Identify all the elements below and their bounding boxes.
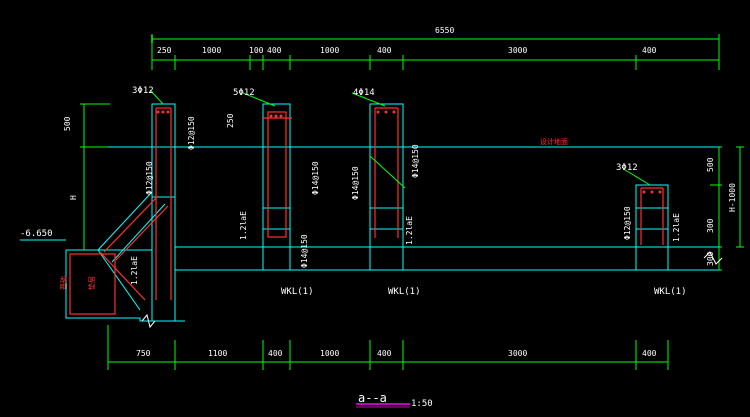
wkl-label-2: WKL(1) bbox=[388, 287, 421, 297]
c1-side-label: Φ12@150 bbox=[187, 116, 196, 150]
bottom-dim-1: 750 bbox=[136, 349, 151, 358]
top-dimension-group bbox=[151, 34, 720, 70]
rebar-group bbox=[69, 107, 664, 315]
c3-side-right-label: Φ14@150 bbox=[411, 144, 420, 178]
left-dim-h: H bbox=[69, 195, 78, 200]
bottom-dim-6: 3000 bbox=[508, 349, 527, 358]
bottom-dim-3: 400 bbox=[268, 349, 283, 358]
c2-bottom-label: Φ14@150 bbox=[300, 234, 309, 268]
lap-label-1: 1.2laE bbox=[239, 211, 248, 240]
c1-top-label: 3Φ12 bbox=[132, 86, 154, 96]
bottom-dim-2: 1100 bbox=[208, 349, 227, 358]
wkl-label-3: WKL(1) bbox=[654, 287, 687, 297]
elevation-label: -6.650 bbox=[20, 229, 53, 239]
c3-top-label: 4Φ14 bbox=[353, 88, 375, 98]
left-red-label-1: 基础 bbox=[59, 276, 68, 290]
lap-label-4: 1.2laE bbox=[130, 256, 139, 285]
top-dim-4: 400 bbox=[267, 46, 282, 55]
left-dim-500: 500 bbox=[63, 116, 72, 131]
beam-note: 设计地面 bbox=[540, 137, 568, 146]
section-title: a--a bbox=[358, 391, 387, 405]
right-dim-2: 300 bbox=[706, 218, 715, 233]
bottom-dimension-group bbox=[107, 325, 669, 370]
rebar-dots bbox=[156, 110, 662, 194]
top-dim-6: 400 bbox=[377, 46, 392, 55]
leader-lines bbox=[149, 89, 651, 189]
left-red-label-2: 垫层 bbox=[87, 276, 96, 290]
top-dim-7: 3000 bbox=[508, 46, 527, 55]
c4-side-label: Φ12@150 bbox=[623, 206, 632, 240]
right-dim-3: 300 bbox=[706, 251, 715, 266]
top-dim-8: 400 bbox=[642, 46, 657, 55]
lap-label-2: 1.2laE bbox=[405, 216, 414, 245]
c3-side-left-label: Φ14@150 bbox=[351, 166, 360, 200]
top-dim-5: 1000 bbox=[320, 46, 339, 55]
overall-dim-text: 6550 bbox=[435, 26, 454, 35]
bottom-dim-5: 400 bbox=[377, 349, 392, 358]
right-dim-1: 500 bbox=[706, 157, 715, 172]
top-dim-3: 100 bbox=[249, 46, 264, 55]
top-dim-1: 250 bbox=[157, 46, 172, 55]
c2-side-label: Φ14@150 bbox=[311, 161, 320, 195]
wkl-label-1: WKL(1) bbox=[281, 287, 314, 297]
right-note: H-1000 bbox=[728, 183, 737, 212]
c1-side2-label: Φ12@150 bbox=[145, 161, 154, 195]
lap-label-3: 1.2laE bbox=[672, 213, 681, 242]
break-mark-left bbox=[141, 313, 156, 329]
top-dim-2: 1000 bbox=[202, 46, 221, 55]
c4-top-label: 3Φ12 bbox=[616, 163, 638, 173]
c2-spacing-label: 250 bbox=[226, 113, 235, 128]
bottom-dim-7: 400 bbox=[642, 349, 657, 358]
c2-top-label: 5Φ12 bbox=[233, 88, 255, 98]
break-mark-right bbox=[703, 251, 723, 265]
bottom-dim-4: 1000 bbox=[320, 349, 339, 358]
section-scale: 1:50 bbox=[411, 399, 433, 409]
